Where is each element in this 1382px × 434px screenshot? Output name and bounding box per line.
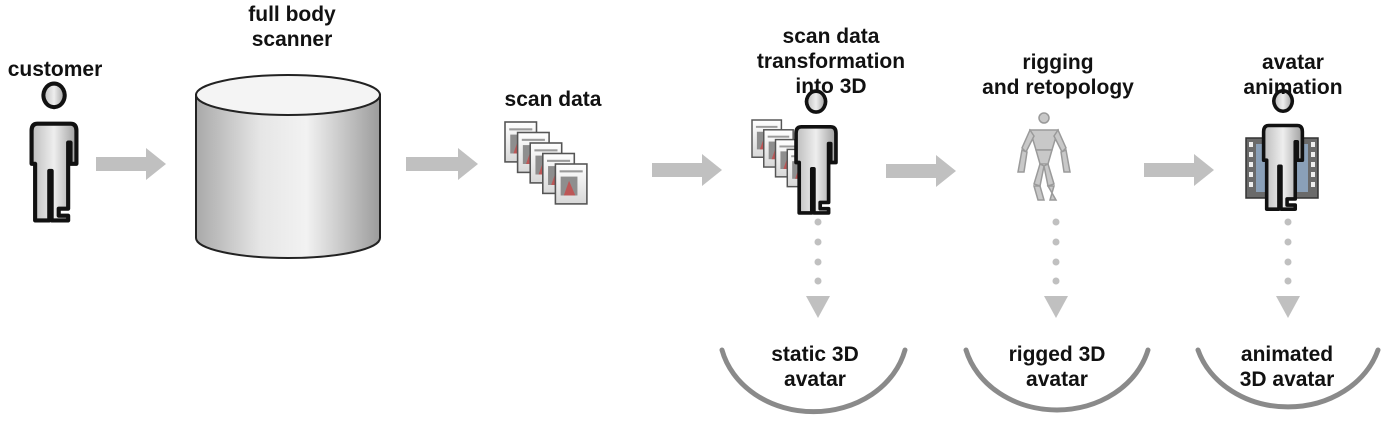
static-avatar-line2: avatar bbox=[784, 368, 846, 391]
animated-avatar-line2: 3D avatar bbox=[1239, 368, 1335, 391]
rigging-skeleton-icon bbox=[1017, 112, 1071, 201]
static-avatar-line1: static 3D bbox=[771, 343, 859, 366]
bowl-animated bbox=[1195, 347, 1381, 410]
rigged-avatar-line2: avatar bbox=[1026, 368, 1088, 391]
animation-label-line1: avatar bbox=[1262, 51, 1324, 74]
transform-label-line3: into 3D bbox=[795, 75, 867, 98]
dotted-arrow-static bbox=[806, 218, 830, 318]
customer-label: customer bbox=[0, 57, 110, 82]
scan-data-label-text: scan data bbox=[504, 88, 602, 111]
transformation-icon bbox=[752, 89, 838, 215]
dotted-arrow-animated bbox=[1276, 218, 1300, 318]
animated-avatar-line1: animated bbox=[1240, 343, 1334, 366]
scanner-label-line2: scanner bbox=[251, 28, 333, 51]
arrow-scanner-to-scandata bbox=[406, 148, 478, 180]
scanner-label-line1: full body bbox=[248, 3, 336, 26]
rigging-label-line2: and retopology bbox=[982, 76, 1134, 99]
rigged-avatar-line1: rigged 3D bbox=[1008, 343, 1106, 366]
output-bowls bbox=[719, 347, 1381, 415]
arrow-transform-to-rigging bbox=[886, 155, 956, 187]
scanner-label: full body scanner bbox=[232, 2, 352, 52]
rigging-label-line1: rigging bbox=[1022, 51, 1094, 74]
transform-label-line2: transformation bbox=[756, 50, 906, 73]
customer-person-icon bbox=[32, 84, 77, 221]
animated-avatar-label: animated 3D avatar bbox=[1212, 342, 1362, 392]
scanner-cylinder-icon bbox=[195, 74, 381, 259]
arrow-rigging-to-animation bbox=[1144, 154, 1214, 186]
rigging-label: rigging and retopology bbox=[968, 50, 1148, 100]
rigged-avatar-label: rigged 3D avatar bbox=[982, 342, 1132, 392]
flow-arrows bbox=[96, 148, 1214, 187]
customer-label-text: customer bbox=[7, 58, 103, 81]
arrow-scandata-to-transform bbox=[652, 154, 722, 186]
scan-data-documents-icon bbox=[505, 122, 587, 204]
transform-label-line1: scan data bbox=[782, 25, 880, 48]
arrow-customer-to-scanner bbox=[96, 148, 166, 180]
output-arrows bbox=[806, 218, 1300, 318]
transform-label: scan data transformation into 3D bbox=[745, 24, 917, 99]
bowl-rigged bbox=[963, 347, 1151, 413]
static-avatar-label: static 3D avatar bbox=[740, 342, 890, 392]
animation-label-line2: animation bbox=[1243, 76, 1343, 99]
animation-label: avatar animation bbox=[1236, 50, 1350, 100]
animation-filmstrip-icon bbox=[1245, 89, 1319, 211]
dotted-arrow-rigged bbox=[1044, 218, 1068, 318]
scan-data-label: scan data bbox=[488, 87, 618, 112]
bowl-static bbox=[719, 347, 908, 415]
